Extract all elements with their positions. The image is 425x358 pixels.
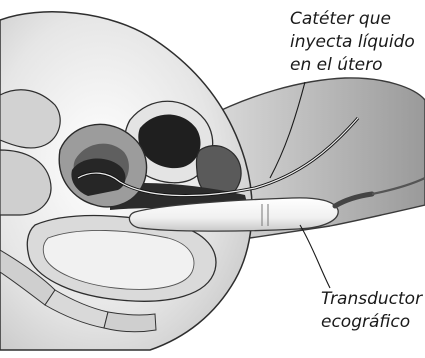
catheter-label: Catéter que inyecta líquido en el útero: [290, 8, 415, 77]
transducer-label: Transductor ecográfico: [321, 288, 422, 334]
transducer-label-line-1: Transductor: [321, 288, 422, 311]
transducer-label-line-2: ecográfico: [321, 311, 422, 334]
catheter-label-line-1: Catéter que: [290, 8, 415, 31]
catheter-label-line-2: inyecta líquido: [290, 31, 415, 54]
catheter-label-line-3: en el útero: [290, 54, 415, 77]
